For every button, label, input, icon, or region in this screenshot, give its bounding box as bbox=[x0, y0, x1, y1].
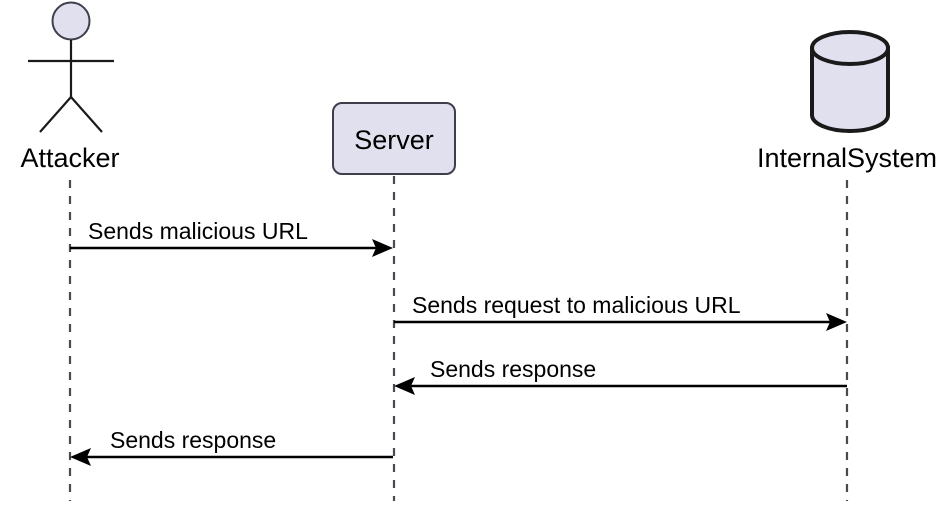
message-4-arrowhead-icon bbox=[70, 448, 91, 466]
actor-left-leg-line bbox=[39, 96, 72, 133]
message-1-label: Sends malicious URL bbox=[88, 218, 308, 244]
message-3[interactable]: Sends response bbox=[394, 356, 847, 395]
participant-server[interactable]: Server bbox=[332, 102, 456, 175]
message-1[interactable]: Sends malicious URL bbox=[70, 218, 393, 257]
actor-right-leg-line bbox=[70, 96, 103, 133]
server-node-box bbox=[332, 102, 456, 175]
actor-head-icon bbox=[51, 1, 91, 41]
message-3-label: Sends response bbox=[430, 356, 596, 382]
database-cylinder-icon bbox=[810, 30, 890, 133]
message-1-arrowhead-icon bbox=[372, 239, 393, 257]
lifelines-layer bbox=[68, 176, 849, 501]
participant-label-attacker: Attacker bbox=[20, 143, 119, 173]
participant-internalsystem[interactable]: InternalSystem bbox=[757, 30, 937, 173]
message-4[interactable]: Sends response bbox=[70, 427, 393, 466]
message-4-label: Sends response bbox=[110, 427, 276, 453]
message-2-arrowhead-icon bbox=[826, 313, 847, 331]
message-2[interactable]: Sends request to malicious URL bbox=[394, 292, 847, 331]
participant-label-server: Server bbox=[354, 125, 434, 155]
actor-stick-figure-icon bbox=[28, 1, 114, 133]
message-3-arrowhead-icon bbox=[394, 377, 415, 395]
message-2-label: Sends request to malicious URL bbox=[412, 292, 741, 318]
participant-label-internalsystem: InternalSystem bbox=[757, 143, 937, 173]
cylinder-body bbox=[810, 46, 890, 133]
cylinder-top-ellipse bbox=[810, 30, 890, 66]
participant-attacker[interactable]: Attacker bbox=[20, 1, 120, 174]
